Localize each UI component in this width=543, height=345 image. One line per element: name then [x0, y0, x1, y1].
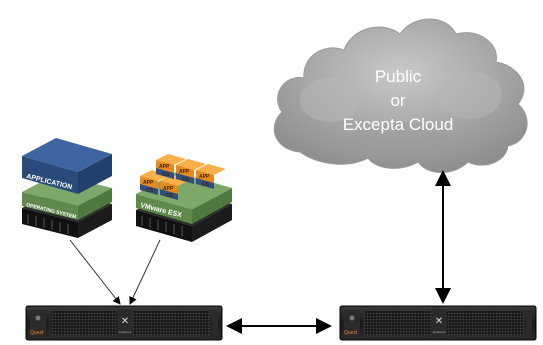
- vm3-app-label: APP: [159, 164, 170, 170]
- vm4-os-label: OS: [182, 177, 190, 183]
- appliance-right: Quest ✕ appliance: [339, 305, 537, 341]
- vm-block-4: APP OS: [176, 159, 206, 184]
- appliance-left-x-icon: ✕: [121, 316, 129, 327]
- vm2-app-label: APP: [163, 186, 174, 192]
- appliance-right-logo-label: appliance: [433, 330, 446, 334]
- vm5-os-label: OS: [202, 182, 210, 188]
- vm3-os-label: OS: [162, 172, 170, 178]
- cloud-label-line3: Excepta Cloud: [343, 115, 454, 134]
- appliance-left: Quest ✕ appliance: [25, 305, 223, 341]
- appliance-left-logo-label: appliance: [119, 330, 132, 334]
- arrow-app-to-appliance: [69, 239, 121, 305]
- vm1-os-label: OS: [146, 188, 154, 194]
- vm4-app-label: APP: [179, 169, 190, 175]
- virtualization-stack-icon: VMware ESX APP OS APP OS APP OS A: [136, 154, 232, 242]
- vm1-app-label: APP: [143, 180, 154, 186]
- cloud-shape: [273, 18, 528, 173]
- vm5-app-label: APP: [199, 174, 210, 180]
- appliance-right-x-icon: ✕: [435, 316, 443, 327]
- vm-block-2: APP OS: [160, 175, 190, 200]
- vm-block-1: APP OS: [140, 170, 170, 195]
- cloud-label-line1: Public: [375, 67, 422, 86]
- cloud-label-line2: or: [390, 91, 405, 110]
- vm2-os-label: OS: [166, 193, 174, 199]
- appliance-left-brand: Quest: [30, 330, 44, 336]
- appliance-right-brand: Quest: [344, 330, 358, 336]
- vm-block-5: APP OS: [196, 164, 226, 189]
- application-stack-icon: OPERATING SYSTEM APPLICATION: [22, 138, 112, 238]
- arrow-vm-to-appliance: [129, 239, 161, 305]
- vm-block-3: APP OS: [156, 154, 186, 179]
